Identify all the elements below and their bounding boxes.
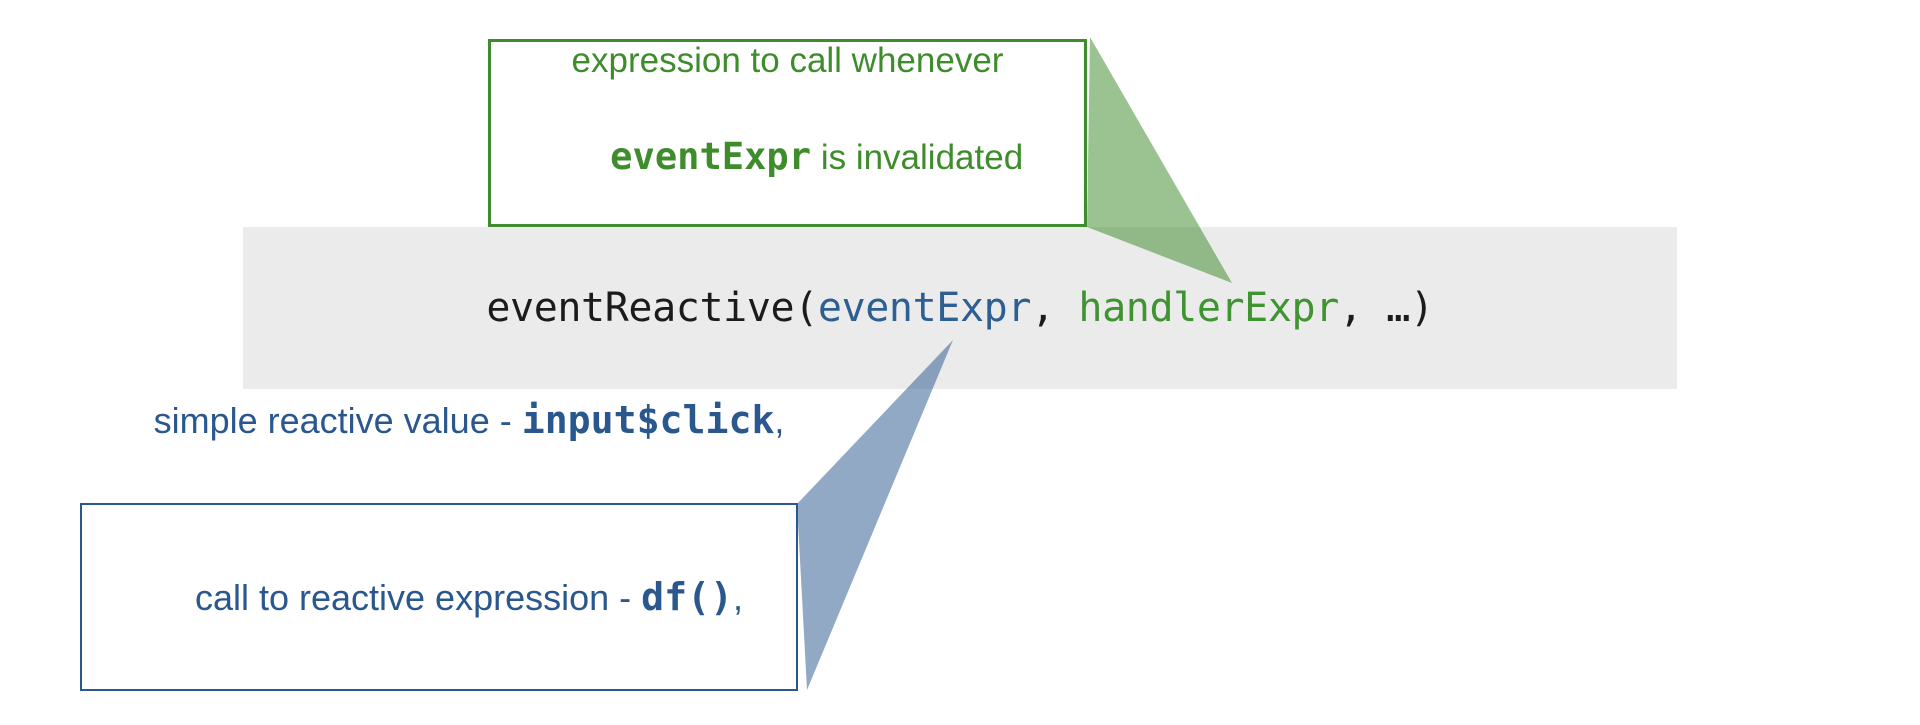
blue-callout-line-1-suffix: , (774, 399, 785, 441)
green-callout-line-2: eventExpr is invalidated (552, 85, 1023, 230)
blue-callout-line-1-text: simple reactive value - (153, 399, 522, 441)
code-band (243, 227, 1677, 389)
blue-callout-line-2-suffix: , (733, 576, 744, 618)
blue-callout-line-2: call to reactive expression - df(), (135, 509, 743, 686)
input-click-inline-code: input$click (521, 397, 775, 442)
code-line: eventReactive(eventExpr, handlerExpr, …) (243, 227, 1677, 389)
code-token-function-name: eventReactive( (486, 285, 818, 331)
green-callout-line-2-text: is invalidated (811, 137, 1024, 177)
blue-callout-line-3: or complex expression inside {} (149, 686, 729, 725)
eventexpr-inline-code: eventExpr (610, 134, 812, 178)
blue-callout-line-1: simple reactive value - input$click, (94, 332, 785, 509)
blue-pointer-triangle (797, 340, 953, 690)
code-token-separator: , (1031, 285, 1079, 331)
green-callout-line-1: expression to call whenever (571, 40, 1004, 80)
blue-callout-line-2-text: call to reactive expression - (194, 576, 642, 618)
code-token-handlerexpr-arg: handlerExpr (1078, 285, 1339, 331)
code-token-ellipsis-close: , …) (1338, 285, 1434, 331)
code-token-eventexpr-arg: eventExpr (817, 285, 1032, 331)
df-call-inline-code: df() (641, 574, 734, 619)
blue-callout-box: simple reactive value - input$click, cal… (80, 398, 798, 691)
green-callout-box: expression to call whenever eventExpr is… (488, 39, 1087, 227)
